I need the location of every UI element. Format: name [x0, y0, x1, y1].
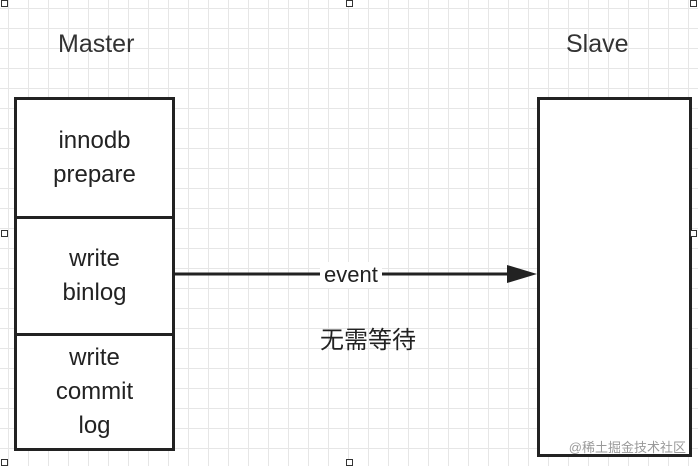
step-2-line-1: write [69, 245, 120, 272]
step-3-line-2: commit [55, 378, 134, 405]
master-title: Master [58, 30, 135, 58]
step-1-line-1: innodb [58, 127, 131, 154]
step-2-line-2: binlog [62, 279, 127, 306]
selection-handle-middle-right[interactable] [690, 230, 697, 237]
step-write-commit-log: write commit log [17, 336, 172, 448]
selection-handle-top-right[interactable] [690, 0, 697, 7]
selection-handle-top-middle[interactable] [346, 0, 353, 7]
step-innodb-prepare: innodb prepare [17, 100, 172, 219]
step-3-line-3: log [78, 412, 111, 439]
slave-box [537, 97, 692, 457]
selection-handle-middle-left[interactable] [1, 230, 8, 237]
step-write-binlog: write binlog [17, 219, 172, 336]
step-3-line-1: write [69, 344, 120, 371]
no-wait-note: 无需等待 [320, 327, 416, 354]
slave-title: Slave [566, 30, 629, 58]
selection-handle-top-left[interactable] [1, 0, 8, 7]
arrow-head-icon [507, 265, 537, 283]
master-box: innodb prepare write binlog write commit… [14, 97, 175, 451]
step-1-line-2: prepare [53, 161, 136, 188]
watermark: @稀土掘金技术社区 [568, 440, 686, 455]
selection-handle-bottom-left[interactable] [1, 459, 8, 466]
selection-handle-bottom-middle[interactable] [346, 459, 353, 466]
event-label: event [320, 262, 382, 288]
